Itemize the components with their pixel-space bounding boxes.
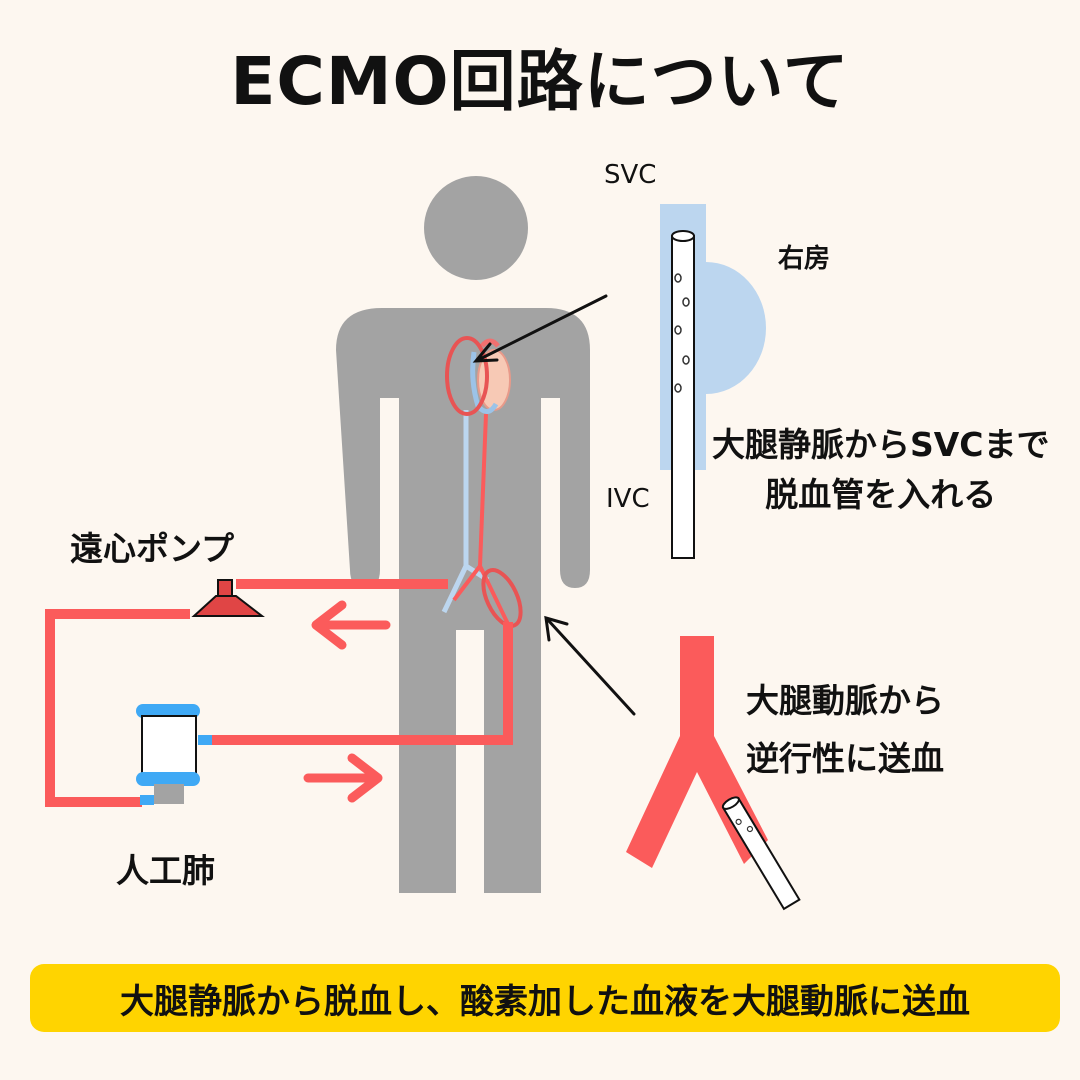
arterial-cannula-schematic [626, 636, 801, 911]
ivc-label: IVC [606, 484, 650, 514]
venous-note-line-2: 脱血管を入れる [765, 475, 997, 514]
femoral-highlight-ellipse [481, 568, 523, 628]
centrifugal-pump-icon [191, 579, 265, 617]
right-atrium-shape [706, 262, 766, 394]
venous-cannula-schematic [660, 204, 766, 559]
arrow-icon [472, 294, 636, 716]
artificial-lung-label: 人工肺 [116, 851, 215, 890]
cannula-icon [671, 230, 695, 559]
arterial-note-line-1: 大腿動脈から [746, 681, 944, 720]
pointer-arrow-femoral [544, 615, 636, 716]
return-line [212, 622, 513, 745]
svc-label: SVC [604, 160, 657, 190]
arterial-note-line-2: 逆行性に送血 [746, 739, 944, 778]
ecmo-circuit [45, 579, 513, 807]
flow-arrow-left [311, 600, 391, 650]
human-body-silhouette-icon [336, 176, 590, 893]
summary-banner: 大腿静脈から脱血し、酸素加した血液を大腿動脈に送血 [30, 964, 1060, 1032]
venous-note-line-1: 大腿静脈からSVCまで [712, 425, 1050, 464]
centrifugal-pump-label: 遠心ポンプ [70, 529, 235, 568]
pump-to-lung-line [45, 609, 190, 807]
venous-cannula-note: 大腿静脈からSVCまで 脱血管を入れる [712, 420, 1050, 520]
pointer-arrow-heart [472, 294, 608, 363]
arterial-cannula-note: 大腿動脈から 逆行性に送血 [746, 672, 944, 788]
oxygenator-icon [136, 704, 212, 805]
page-title: ECMO回路について [230, 43, 850, 120]
arrow-icon [303, 600, 391, 803]
right-atrium-label: 右房 [778, 244, 831, 274]
cannula-icon [721, 796, 801, 911]
flow-arrow-right [303, 753, 383, 803]
heart-highlight-ellipse [445, 336, 489, 416]
